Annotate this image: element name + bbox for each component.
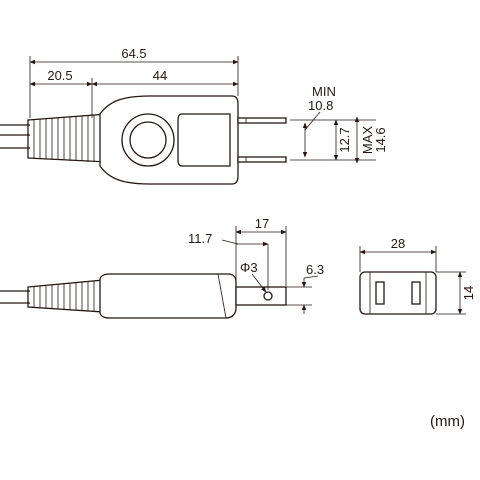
dim-end-height: 14 bbox=[461, 286, 476, 300]
plug-front-face-top bbox=[177, 113, 231, 167]
unit-label: (mm) bbox=[430, 413, 465, 430]
strain-relief-ribs-side bbox=[33, 281, 95, 312]
dim-min-label: MIN bbox=[312, 84, 336, 99]
dim-pin-hole-position: 11.7 bbox=[188, 231, 212, 246]
blade-top-upper bbox=[237, 117, 287, 124]
dim-blade-spacing-min: 10.8 bbox=[308, 98, 333, 113]
dim-overall-length: 64.5 bbox=[121, 46, 146, 61]
end-view: 28 14 bbox=[359, 236, 476, 315]
end-face-slot-right bbox=[411, 281, 421, 305]
strain-relief-ribs-top bbox=[33, 115, 95, 162]
strain-relief-side bbox=[27, 279, 105, 313]
dim-blade-length: 17 bbox=[255, 216, 269, 231]
plug-body-side bbox=[99, 273, 237, 319]
release-button-inner bbox=[129, 121, 167, 159]
side-view: 17 11.7 Φ3 6.3 bbox=[0, 216, 324, 319]
cord-side bbox=[0, 290, 30, 304]
cord-top bbox=[0, 124, 30, 149]
dim-end-width: 28 bbox=[391, 236, 405, 251]
end-face-slot-left bbox=[375, 281, 385, 305]
dim-blade-thickness: 6.3 bbox=[306, 262, 324, 277]
dim-blade-spacing-nominal: 12.7 bbox=[337, 127, 352, 152]
dim-blade-spacing-max: 14.6 bbox=[373, 127, 388, 152]
dim-body-length: 44 bbox=[153, 68, 167, 83]
dim-pin-hole-diameter: Φ3 bbox=[240, 260, 258, 275]
plug-end-face bbox=[359, 271, 437, 315]
dim-max-label: MAX bbox=[360, 126, 375, 155]
dim-strain-relief-length: 20.5 bbox=[47, 68, 72, 83]
blade-pin-hole bbox=[263, 291, 273, 301]
top-view: 64.5 20.5 44 MIN 10.8 12.7 MAX 14.6 bbox=[0, 46, 388, 185]
blade-top-lower bbox=[237, 156, 287, 163]
blade-side bbox=[235, 286, 287, 306]
